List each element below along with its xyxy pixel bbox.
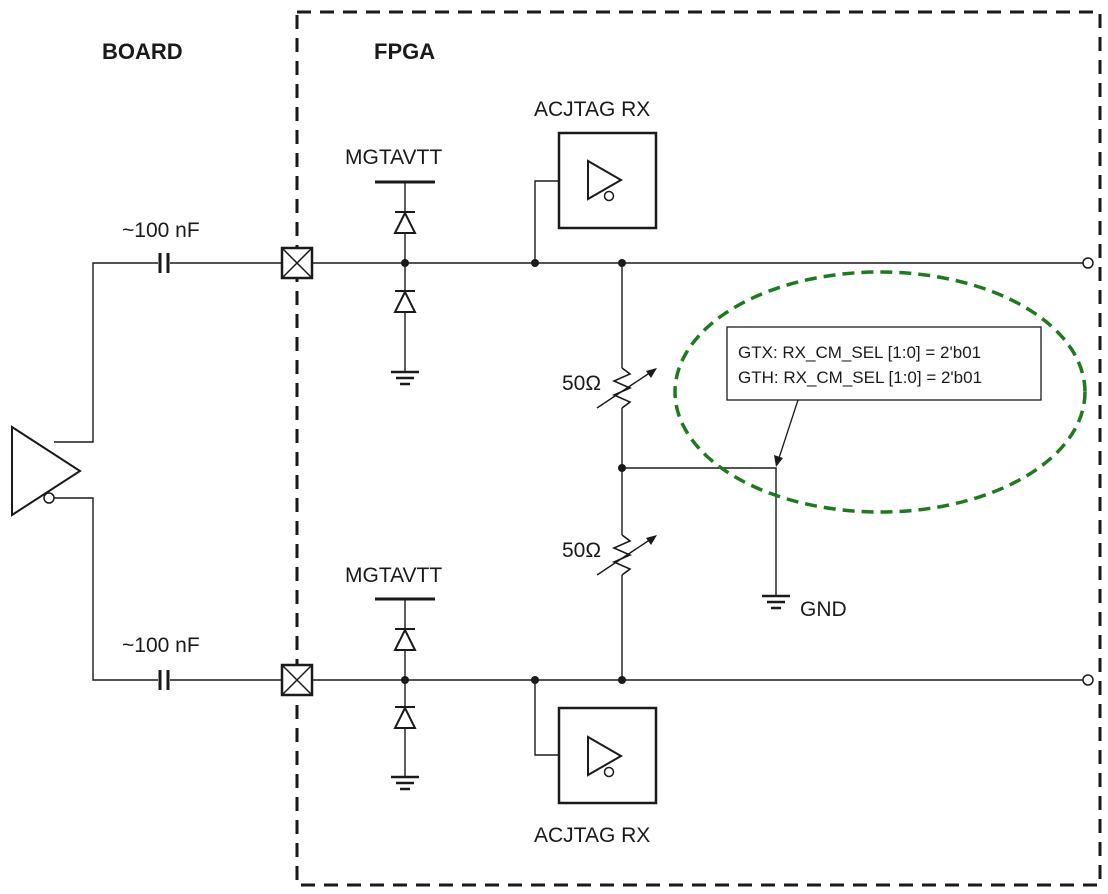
acjtag-rx-top: [557, 131, 658, 230]
fpga-label: FPGA: [374, 39, 435, 64]
highlight-ellipse: [673, 270, 1087, 514]
cap-top-label: ~100 nF: [122, 219, 200, 242]
junction-dot: [531, 676, 539, 684]
termination-resistor-top: [596, 263, 657, 468]
callout-leader: [778, 399, 799, 459]
acjtag-bottom-input-wire: [534, 680, 559, 756]
acjtag-top-input-wire: [534, 180, 559, 263]
acjtag-top-label: ACJTAG RX: [534, 98, 650, 121]
callout-line-gth: GTH: RX_CM_SEL [1:0] = 2'b01: [738, 368, 982, 387]
ground-symbol-top: [391, 370, 419, 386]
driver-buffer: [11, 425, 82, 517]
junction-dot: [401, 676, 409, 684]
board-wire-n: [54, 497, 158, 681]
pad-bottom: [280, 663, 314, 697]
junction-dot: [401, 259, 409, 267]
res-top-label: 50Ω: [562, 372, 601, 395]
esd-diode-top-lower: [393, 263, 417, 372]
common-mode-wire: [622, 467, 777, 596]
gnd-label: GND: [800, 598, 847, 621]
output-terminal-p: [1082, 257, 1094, 269]
acjtag-bottom-label: ACJTAG RX: [534, 824, 650, 847]
junction-dot: [531, 259, 539, 267]
callout-line-gtx: GTX: RX_CM_SEL [1:0] = 2'b01: [738, 343, 981, 362]
acjtag-rx-bottom: [557, 706, 658, 805]
callout-box: [726, 326, 1042, 401]
esd-diode-bottom-lower: [393, 680, 417, 777]
board-label: BOARD: [102, 39, 183, 64]
termination-resistor-bottom: [596, 468, 657, 680]
mgtavtt-bottom-label: MGTAVTT: [345, 564, 442, 587]
ground-symbol-gnd: [762, 594, 790, 610]
esd-diode-bottom-upper: [393, 599, 417, 680]
callout-arrowhead: [774, 455, 783, 467]
cap-bottom-label: ~100 nF: [122, 634, 200, 657]
capacitor-top: [158, 253, 170, 273]
mgtavtt-top-label: MGTAVTT: [345, 146, 442, 169]
pad-top: [280, 246, 314, 280]
ground-symbol-bottom: [391, 775, 419, 791]
esd-diode-top-upper: [393, 182, 417, 263]
board-wire-p: [54, 262, 158, 443]
fpga-boundary: [295, 10, 1102, 887]
capacitor-bottom: [158, 670, 170, 690]
res-bottom-label: 50Ω: [562, 539, 601, 562]
output-terminal-n: [1082, 674, 1094, 686]
